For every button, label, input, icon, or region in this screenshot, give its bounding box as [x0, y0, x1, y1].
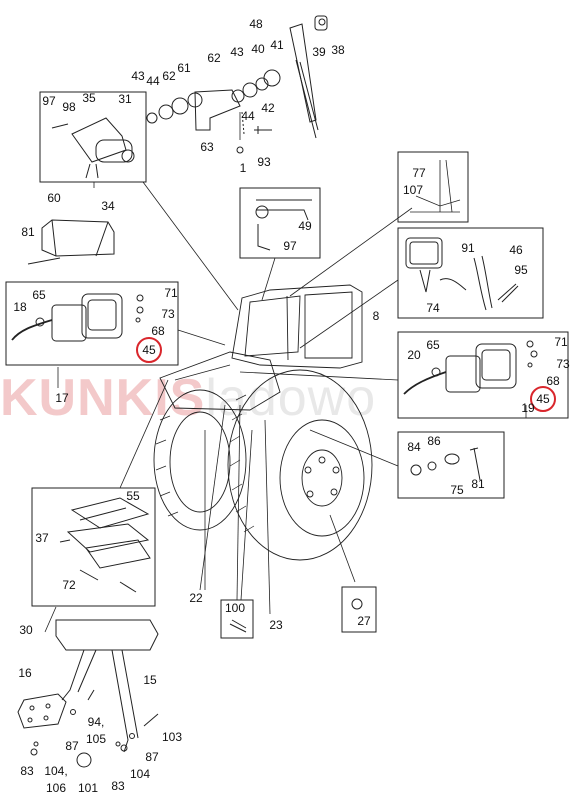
roof-section [255, 199, 312, 251]
callout-65b: 65 [426, 338, 440, 352]
callout-62b: 62 [162, 69, 176, 83]
callout-39: 39 [312, 45, 326, 59]
callout-30: 30 [19, 623, 33, 637]
wiper-motor [51, 117, 135, 179]
callout-68b: 68 [546, 374, 560, 388]
callout-45a: 45 [136, 337, 162, 363]
callout-73a: 73 [161, 307, 175, 321]
callout-107: 107 [402, 183, 424, 197]
box-roof-section [239, 187, 321, 259]
callout-37: 37 [35, 531, 49, 545]
wiper-arm [289, 15, 328, 139]
callout-61: 61 [177, 61, 191, 75]
callout-77: 77 [412, 166, 426, 180]
callout-72: 72 [62, 578, 76, 592]
callout-84: 84 [407, 440, 421, 454]
watermark-suffix: ladowo [205, 369, 377, 427]
box-work-lamp [397, 227, 544, 319]
lamp-60 [27, 219, 115, 265]
number-plate-parts [59, 497, 151, 593]
callout-46: 46 [509, 243, 523, 257]
box-wiper-motor [39, 91, 147, 183]
callout-43b: 43 [131, 69, 145, 83]
callout-98: 98 [62, 100, 76, 114]
callout-38: 38 [331, 43, 345, 57]
box-hub-bolts [397, 431, 505, 499]
work-lamp [405, 237, 519, 311]
callout-42: 42 [261, 101, 275, 115]
callout-40: 40 [251, 42, 265, 56]
callout-74: 74 [426, 301, 440, 315]
callout-1: 1 [239, 161, 247, 175]
callout-91: 91 [461, 241, 475, 255]
callout-105: 105 [85, 732, 107, 746]
box-right-light [397, 331, 569, 419]
callout-35: 35 [82, 91, 96, 105]
callout-55: 55 [126, 489, 140, 503]
callout-71b: 71 [554, 335, 568, 349]
callout-95: 95 [514, 263, 528, 277]
callout-43a: 43 [230, 45, 244, 59]
tractor-body [153, 284, 373, 561]
callout-41: 41 [270, 38, 284, 52]
callout-97b: 97 [283, 239, 297, 253]
callout-19: 19 [521, 401, 535, 415]
callout-81b: 81 [471, 477, 485, 491]
callout-22: 22 [189, 591, 203, 605]
callout-44a: 44 [146, 74, 160, 88]
callout-94: 94, [87, 715, 105, 729]
callout-65a: 65 [32, 288, 46, 302]
callout-71a: 71 [164, 286, 178, 300]
callout-48: 48 [249, 17, 263, 31]
box-part-27 [341, 586, 377, 633]
mirror-detail [410, 159, 461, 213]
callout-18: 18 [13, 300, 27, 314]
callout-63: 63 [200, 140, 214, 154]
callout-104a: 104, [44, 764, 68, 778]
callout-103: 103 [161, 730, 183, 744]
callout-75: 75 [450, 483, 464, 497]
callout-20: 20 [407, 348, 421, 362]
linkage-parts [146, 69, 281, 154]
callout-106: 106 [45, 781, 67, 795]
callout-101: 101 [77, 781, 99, 795]
callout-8: 8 [372, 309, 380, 323]
callout-45b: 45 [530, 386, 556, 412]
callout-104b: 104 [129, 767, 151, 781]
callout-81a: 81 [21, 225, 35, 239]
callout-27: 27 [357, 614, 371, 628]
callout-87b: 87 [145, 750, 159, 764]
right-light [403, 340, 538, 395]
callout-49: 49 [298, 219, 312, 233]
callout-44b: 44 [241, 109, 255, 123]
callout-16: 16 [18, 666, 32, 680]
callout-15: 15 [143, 673, 157, 687]
callout-86: 86 [427, 434, 441, 448]
callout-83b: 83 [111, 779, 125, 793]
callout-73b: 73 [556, 357, 570, 371]
callout-62a: 62 [207, 51, 221, 65]
pin-100 [229, 619, 247, 633]
callout-34: 34 [101, 199, 115, 213]
callout-87a: 87 [65, 739, 79, 753]
callout-17: 17 [55, 391, 69, 405]
callout-97a: 97 [42, 94, 56, 108]
box-left-light [5, 281, 179, 366]
left-light [11, 293, 144, 342]
callout-68a: 68 [151, 324, 165, 338]
callout-100: 100 [224, 601, 246, 615]
callout-31: 31 [118, 92, 132, 106]
leader-lines [44, 112, 527, 633]
box-number-plate [31, 487, 156, 607]
ring-27 [351, 598, 363, 610]
callout-83a: 83 [20, 764, 34, 778]
callout-23: 23 [269, 618, 283, 632]
callout-60: 60 [47, 191, 61, 205]
hub-parts [410, 447, 481, 481]
callout-93: 93 [257, 155, 271, 169]
box-mirror-detail [397, 151, 469, 223]
bracket-assembly [17, 619, 159, 768]
